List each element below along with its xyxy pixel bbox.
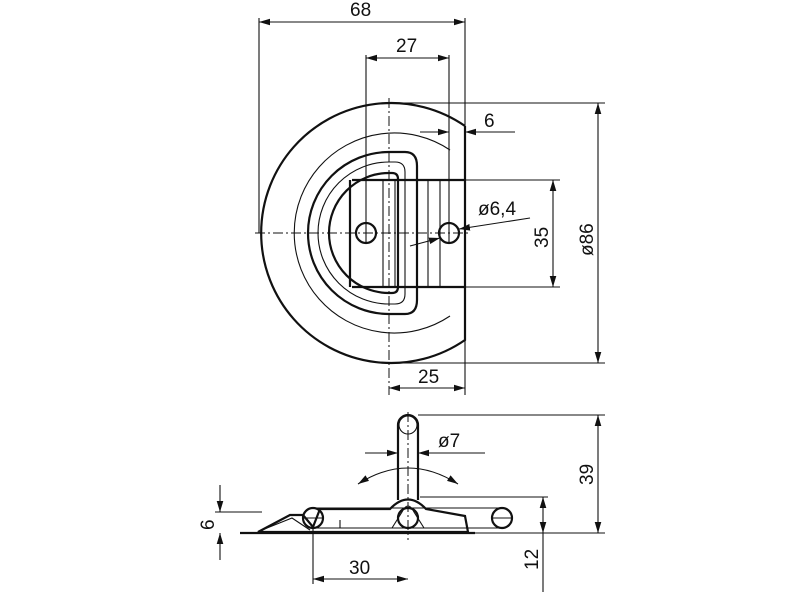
base-plate — [257, 498, 470, 534]
dim-center-to-edge: 25 — [418, 367, 439, 388]
dim-overall-width: 68 — [350, 0, 371, 21]
dim-ring-diameter: ø7 — [438, 431, 460, 452]
dim-hole-diameter: ø6,4 — [478, 199, 516, 220]
ring-mid-outline — [317, 161, 406, 305]
side-view-dimensions: ø7 39 12 6 30 — [198, 414, 605, 592]
dim-total-height: 39 — [577, 464, 598, 485]
ring-outer-outline — [306, 150, 419, 316]
top-view — [255, 55, 470, 395]
dim-ring-width: 35 — [532, 227, 553, 248]
dim-hole-spacing: 27 — [396, 36, 417, 57]
top-view-dimensions: 68 27 6 ø6,4 35 ø86 25 — [258, 0, 605, 395]
dim-ring-offset: 30 — [349, 558, 370, 579]
side-view — [240, 412, 514, 540]
dim-plate-thickness: 6 — [198, 519, 219, 530]
rotation-arrow — [357, 467, 459, 485]
dim-plate-diameter: ø86 — [577, 223, 598, 256]
dim-plate-height: 12 — [522, 549, 543, 570]
dim-edge-offset: 6 — [484, 111, 495, 132]
